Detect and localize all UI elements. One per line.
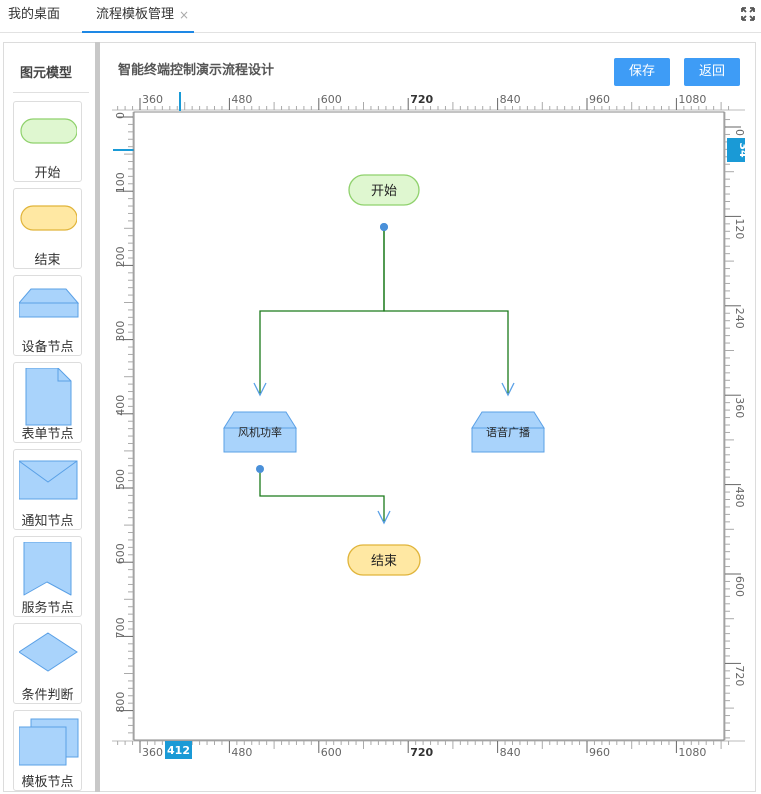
palette-item-label: 结束 [34,253,61,268]
ruler-label: 600 [321,93,342,106]
ruler-label: 840 [500,93,521,106]
ruler-right: 0 120 240 360 480 600 720 34 [724,112,750,740]
ruler-label: 1080 [678,93,706,106]
start-terminator-icon [20,118,77,144]
device-node-base [223,427,297,453]
ruler-label: 720 [410,93,433,106]
palette-item-label: 服务节点 [21,601,74,616]
ruler-label: 480 [231,93,252,106]
tab-bar: 我的桌面 流程模板管理 × [0,0,761,33]
ruler-top: 360 480 600 720 840 960 1080 [112,92,745,111]
flow-node-start[interactable]: 开始 [348,174,420,206]
fullscreen-icon[interactable] [741,7,755,21]
ruler-label: 840 [500,746,521,759]
ruler-label: 960 [589,93,610,106]
ruler-x-marker-badge [165,741,192,759]
palette-item-label: 表单节点 [21,427,74,442]
device-node-icon [19,288,79,318]
template-node-icon [19,718,79,766]
ruler-y-marker-badge [727,138,745,162]
start-terminator-shape [348,174,420,206]
ruler-label: 360 [142,93,163,106]
ruler-label: 240 [733,308,746,329]
palette-item-end[interactable]: 结束 [13,188,82,269]
ruler-label: 1080 [678,746,706,759]
ruler-label: 400 [114,395,127,416]
palette-item-device-node[interactable]: 设备节点 [13,275,82,356]
flow-edge-fan-end [259,469,385,523]
palette-item-condition[interactable]: 条件判断 [13,623,82,704]
condition-diamond-icon [19,632,78,672]
shape-palette: 图元模型 开始 结束 设备节点 表单节点 通知节点 [3,42,95,792]
flow-edge-start-voice [383,227,509,395]
ruler-label: 600 [321,746,342,759]
palette-item-template-node[interactable]: 模板节点 [13,710,82,791]
arrowhead-icon [377,510,391,525]
ruler-y-marker-text: 34 [737,142,750,158]
flow-node-voice[interactable]: 语音广播 [471,411,545,453]
arrowhead-icon [501,382,515,397]
save-button[interactable]: 保存 [614,58,670,86]
ruler-label: 700 [114,617,127,638]
tab-my-desktop[interactable]: 我的桌面 [8,7,61,22]
palette-title: 图元模型 [20,66,73,81]
ruler-label: 720 [410,746,433,759]
palette-item-label: 模板节点 [21,775,74,790]
service-node-icon [23,542,72,596]
palette-item-label: 通知节点 [21,514,74,529]
palette-item-label: 条件判断 [21,688,74,703]
ruler-label: 600 [114,543,127,564]
ruler-label: 200 [114,246,127,267]
ruler-bottom: 360 480 600 720 840 960 1080 412 [112,740,745,759]
node-label: 风机功率 [238,425,282,439]
flow-canvas[interactable] [133,111,725,741]
palette-item-form-node[interactable]: 表单节点 [13,362,82,443]
ruler-label: 500 [114,469,127,490]
device-node-base [471,427,545,453]
flow-node-fan[interactable]: 风机功率 [223,411,297,453]
palette-divider [13,92,89,93]
palette-item-start[interactable]: 开始 [13,101,82,182]
ruler-x-marker-text: 412 [167,744,190,757]
ruler-label: 300 [114,321,127,342]
end-terminator-shape [347,544,421,576]
arrowhead-icon [253,382,267,397]
palette-scrollbar[interactable] [95,42,100,792]
palette-item-notice-node[interactable]: 通知节点 [13,449,82,530]
envelope-icon [19,460,78,500]
ruler-label: 480 [733,487,746,508]
back-button[interactable]: 返回 [684,58,740,86]
ruler-label: 0 [114,112,127,119]
designer-title: 智能终端控制演示流程设计 [118,63,275,78]
ruler-label: 720 [733,665,746,686]
connector-dot [256,465,264,473]
ruler-label: 360 [733,397,746,418]
node-label: 开始 [371,184,397,199]
ruler-label: 800 [114,692,127,713]
close-icon[interactable]: × [179,8,190,22]
ruler-label: 600 [733,576,746,597]
ruler-label: 0 [733,129,746,136]
flow-node-end[interactable]: 结束 [347,544,421,576]
palette-item-label: 设备节点 [21,340,74,355]
connector-dot [380,223,388,231]
tab-flow-template-management[interactable]: 流程模板管理 × [82,0,194,33]
palette-item-service-node[interactable]: 服务节点 [13,536,82,617]
ruler-label: 360 [142,746,163,759]
tab-label: 流程模板管理 [96,7,175,22]
flow-edges [253,223,515,525]
ruler-label: 100 [114,172,127,193]
ruler-label: 120 [733,218,746,239]
node-label: 语音广播 [486,425,530,439]
ruler-left: 0 100 200 300 400 500 600 700 800 [113,112,134,740]
form-node-icon [25,368,72,426]
palette-item-label: 开始 [34,166,61,181]
ruler-label: 960 [589,746,610,759]
ruler-label: 480 [231,746,252,759]
node-label: 结束 [371,554,397,569]
end-terminator-icon [20,205,77,231]
